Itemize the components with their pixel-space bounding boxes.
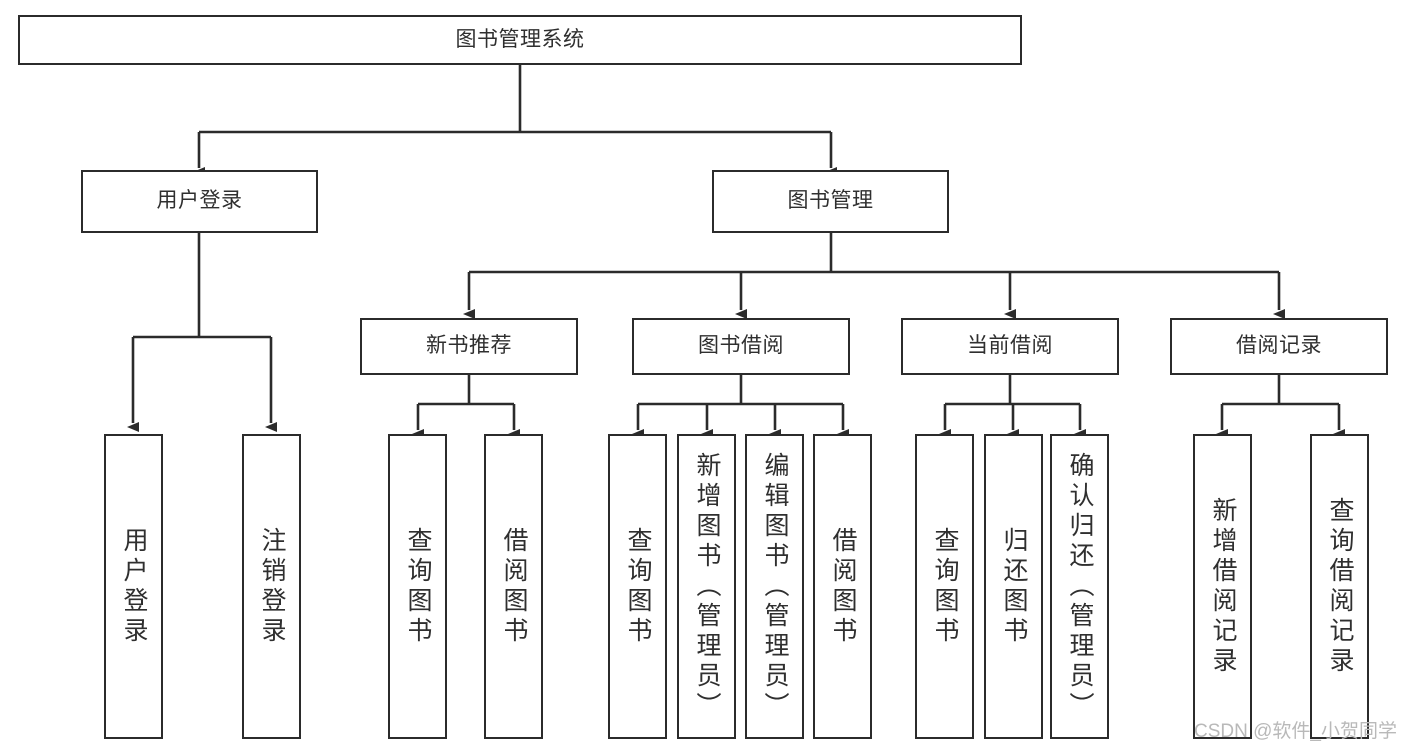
- node-label: 编辑图书（管理员）: [761, 451, 789, 722]
- node-book-management[interactable]: 图书管理: [712, 170, 949, 233]
- vertical-text-wrap: 新增图书（管理员）: [679, 436, 734, 737]
- node-leaf-confirm-return-admin[interactable]: 确认归还（管理员）: [1050, 434, 1109, 739]
- node-label: 用户登录: [120, 526, 148, 647]
- node-label: 借阅图书: [829, 526, 857, 647]
- node-label: 新增借阅记录: [1209, 496, 1237, 677]
- node-borrow-record[interactable]: 借阅记录: [1170, 318, 1388, 375]
- node-label: 借阅图书: [500, 526, 528, 647]
- node-label: 归还图书: [1000, 526, 1028, 647]
- vertical-text-wrap: 归还图书: [986, 436, 1041, 737]
- vertical-text-wrap: 查询图书: [390, 436, 445, 737]
- vertical-text-wrap: 查询图书: [917, 436, 972, 737]
- node-leaf-query-borrow-record[interactable]: 查询借阅记录: [1310, 434, 1369, 739]
- node-label: 图书管理: [787, 189, 874, 213]
- node-leaf-user-login[interactable]: 用户登录: [104, 434, 163, 739]
- node-label: 确认归还（管理员）: [1066, 451, 1094, 722]
- vertical-text-wrap: 编辑图书（管理员）: [747, 436, 802, 737]
- node-label: 图书借阅: [698, 334, 784, 358]
- vertical-text-wrap: 查询图书: [610, 436, 665, 737]
- node-leaf-query-book-bb[interactable]: 查询图书: [608, 434, 667, 739]
- node-label: 注销登录: [258, 526, 286, 647]
- node-label: 查询图书: [624, 526, 652, 647]
- node-label: 借阅记录: [1236, 334, 1322, 358]
- node-label: 查询图书: [404, 526, 432, 647]
- node-leaf-query-book-nb[interactable]: 查询图书: [388, 434, 447, 739]
- vertical-text-wrap: 查询借阅记录: [1312, 436, 1367, 737]
- node-leaf-query-book-cb[interactable]: 查询图书: [915, 434, 974, 739]
- vertical-text-wrap: 用户登录: [106, 436, 161, 737]
- node-leaf-edit-book-admin[interactable]: 编辑图书（管理员）: [745, 434, 804, 739]
- node-label: 新书推荐: [426, 334, 512, 358]
- node-label: 查询借阅记录: [1326, 496, 1354, 677]
- node-label: 用户登录: [156, 189, 243, 213]
- node-root-book-management-system[interactable]: 图书管理系统: [18, 15, 1022, 65]
- vertical-text-wrap: 注销登录: [244, 436, 299, 737]
- vertical-text-wrap: 借阅图书: [815, 436, 870, 737]
- node-leaf-add-book-admin[interactable]: 新增图书（管理员）: [677, 434, 736, 739]
- vertical-text-wrap: 新增借阅记录: [1195, 436, 1250, 737]
- vertical-text-wrap: 借阅图书: [486, 436, 541, 737]
- node-label: 图书管理系统: [455, 27, 585, 51]
- node-label: 新增图书（管理员）: [693, 451, 721, 722]
- node-book-borrow[interactable]: 图书借阅: [632, 318, 850, 375]
- vertical-text-wrap: 确认归还（管理员）: [1052, 436, 1107, 737]
- node-leaf-borrow-book-nb[interactable]: 借阅图书: [484, 434, 543, 739]
- node-leaf-logout[interactable]: 注销登录: [242, 434, 301, 739]
- node-label: 当前借阅: [967, 334, 1053, 358]
- node-leaf-add-borrow-record[interactable]: 新增借阅记录: [1193, 434, 1252, 739]
- node-current-borrow[interactable]: 当前借阅: [901, 318, 1119, 375]
- node-leaf-borrow-book-bb[interactable]: 借阅图书: [813, 434, 872, 739]
- node-new-book-recommend[interactable]: 新书推荐: [360, 318, 578, 375]
- node-label: 查询图书: [931, 526, 959, 647]
- node-user-login[interactable]: 用户登录: [81, 170, 318, 233]
- node-leaf-return-book[interactable]: 归还图书: [984, 434, 1043, 739]
